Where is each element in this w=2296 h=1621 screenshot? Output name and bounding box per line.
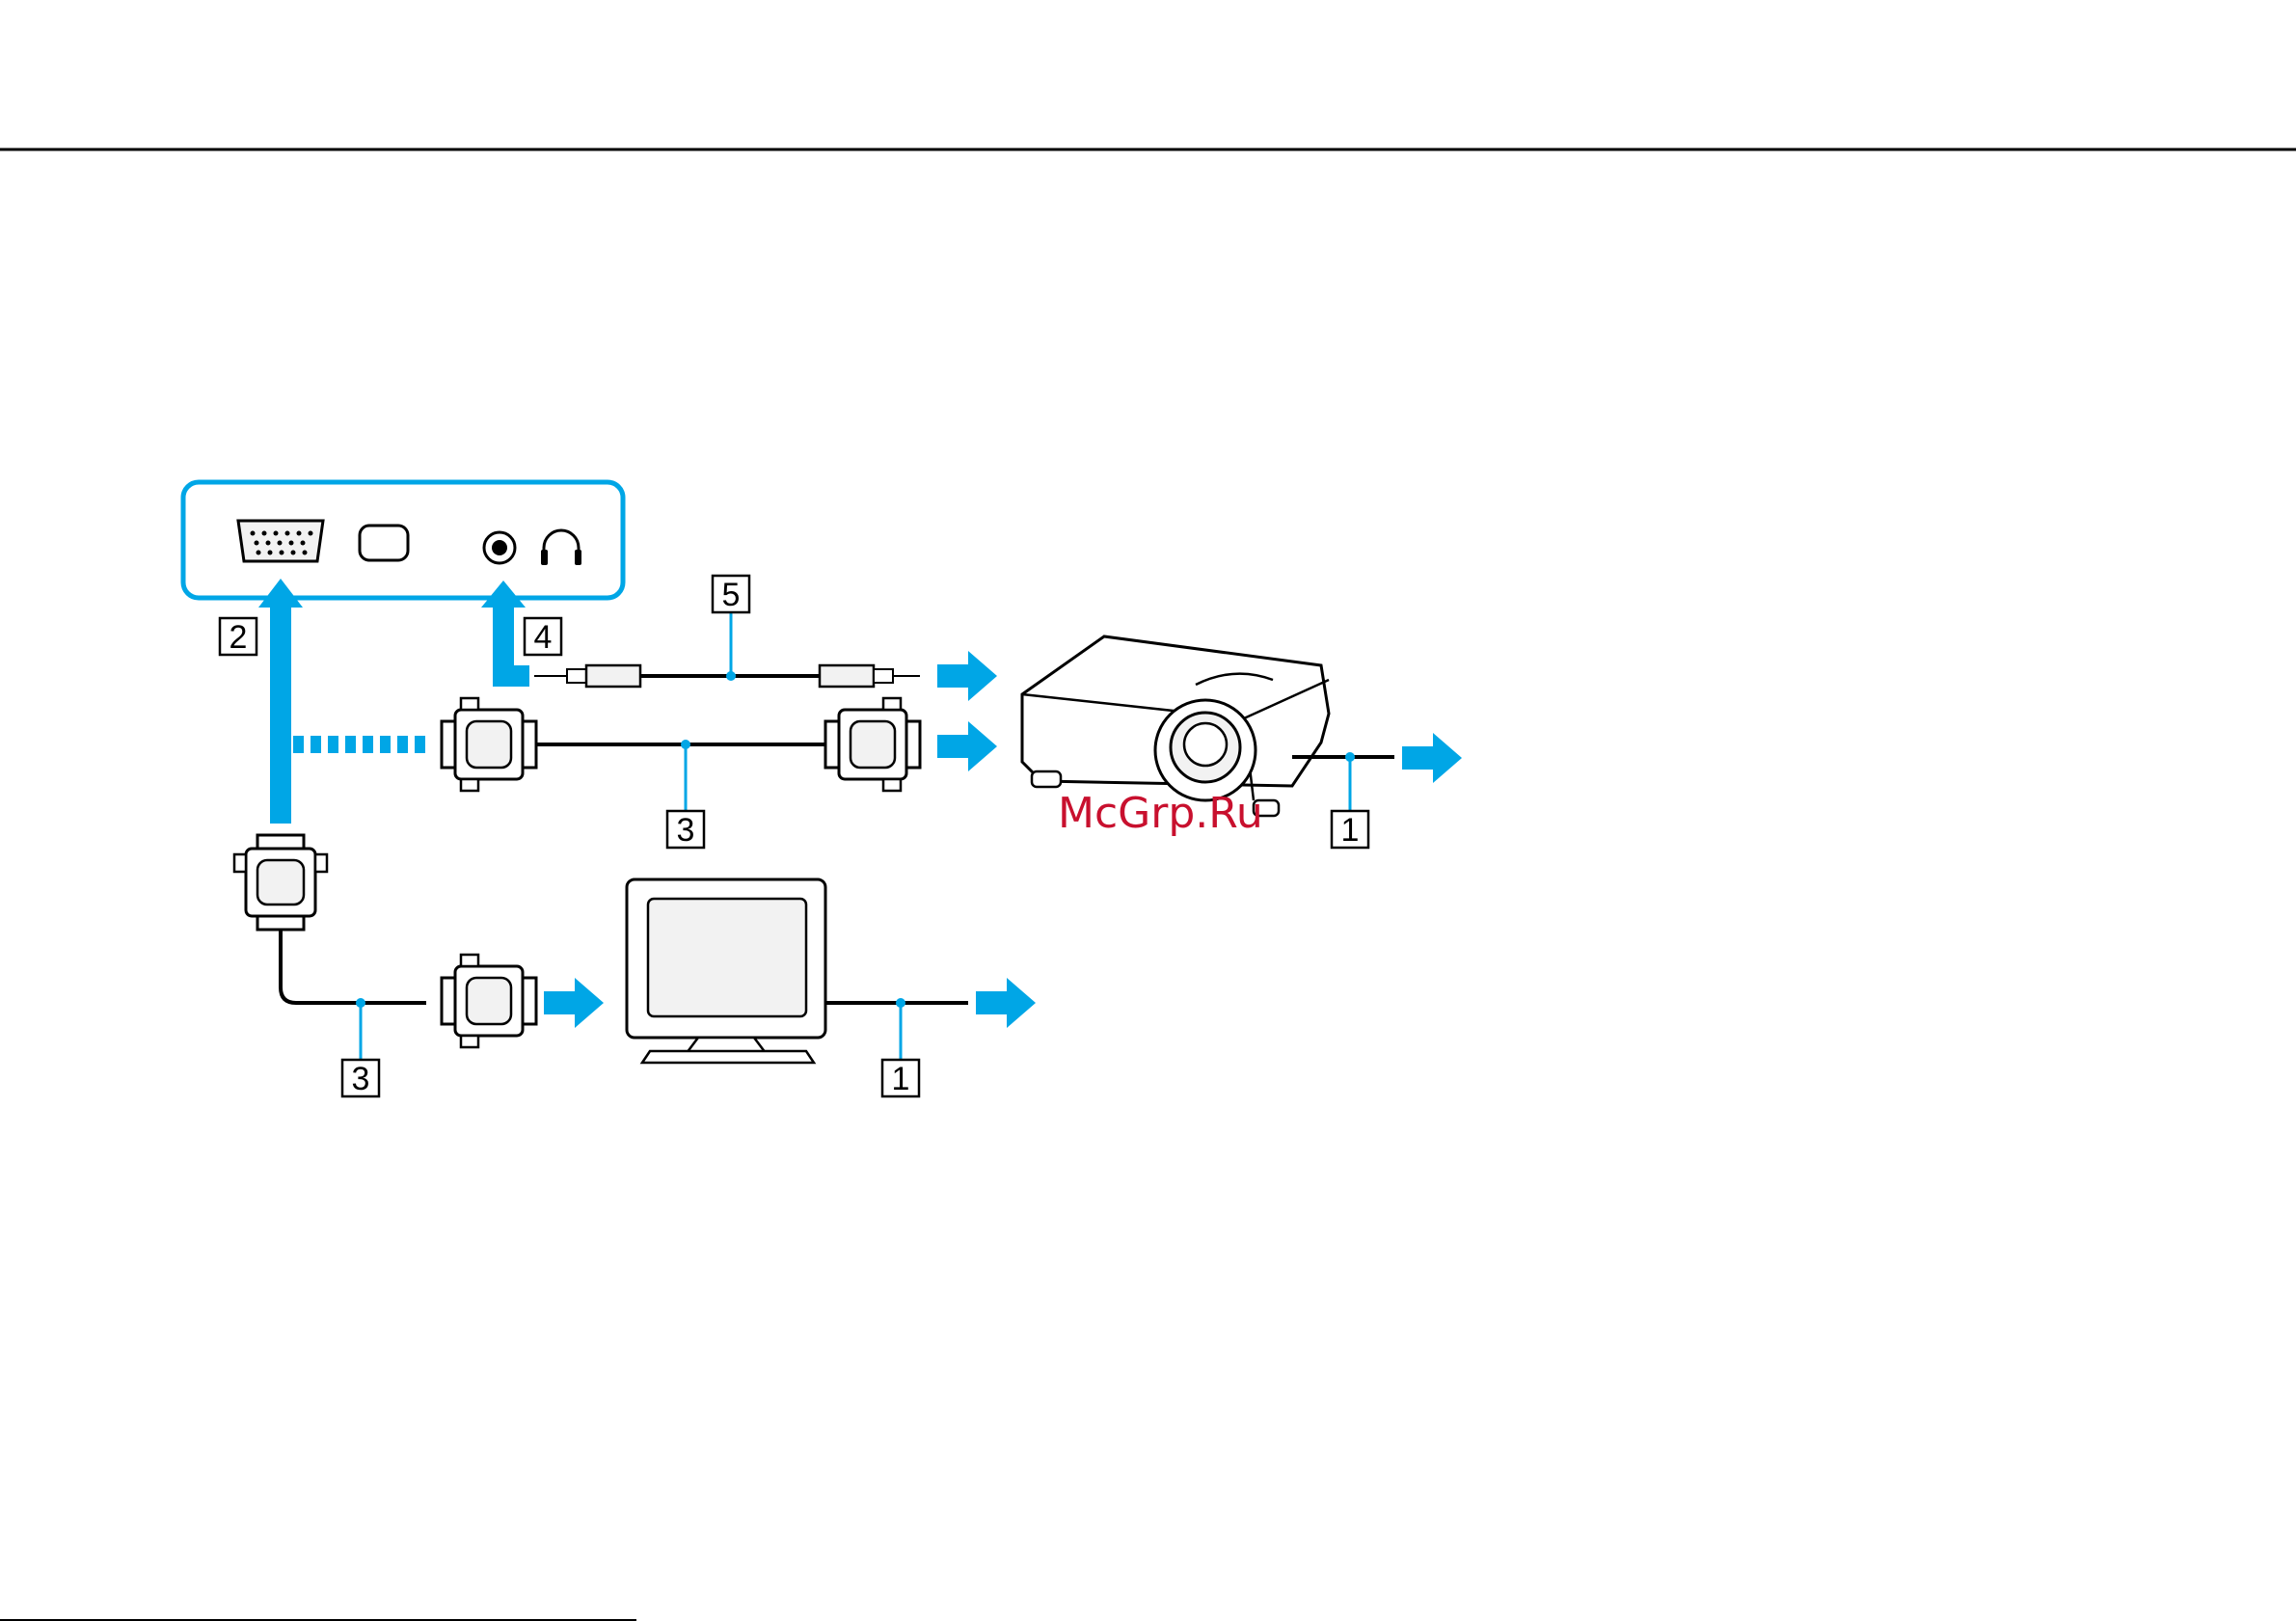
- display-port-icon: [360, 526, 408, 560]
- arrow-right-icon: [937, 651, 997, 701]
- svg-text:5: 5: [722, 577, 741, 613]
- watermark: McGrp.Ru: [1058, 789, 1263, 838]
- svg-text:1: 1: [1341, 812, 1360, 849]
- callout-3-monitor: 3: [342, 998, 379, 1097]
- svg-text:2: 2: [230, 619, 248, 656]
- callout-1-projector: 1: [1332, 752, 1368, 849]
- callout-1-monitor: 1: [882, 998, 919, 1097]
- svg-text:3: 3: [677, 812, 695, 849]
- monitor-vga-cable: [234, 835, 536, 1047]
- callout-5: 5: [713, 576, 749, 681]
- arrow-right-icon: [544, 978, 604, 1028]
- headphones-icon: [541, 530, 581, 565]
- arrow-right-icon: [976, 978, 1036, 1028]
- monitor-icon: [627, 879, 968, 1063]
- svg-text:1: 1: [892, 1061, 910, 1097]
- computer-port-panel: [183, 482, 623, 598]
- arrow-right-icon: [937, 721, 997, 771]
- callout-3-projector: 3: [667, 740, 704, 849]
- callout-2: 2: [220, 618, 257, 656]
- arrow-right-icon: [1402, 733, 1462, 783]
- audio-jack-icon: [484, 532, 515, 563]
- vga-port-icon: [238, 521, 323, 561]
- svg-text:4: 4: [534, 619, 553, 656]
- vga-up-arrow: [258, 579, 303, 824]
- callout-4: 4: [525, 618, 561, 656]
- svg-text:3: 3: [352, 1061, 370, 1097]
